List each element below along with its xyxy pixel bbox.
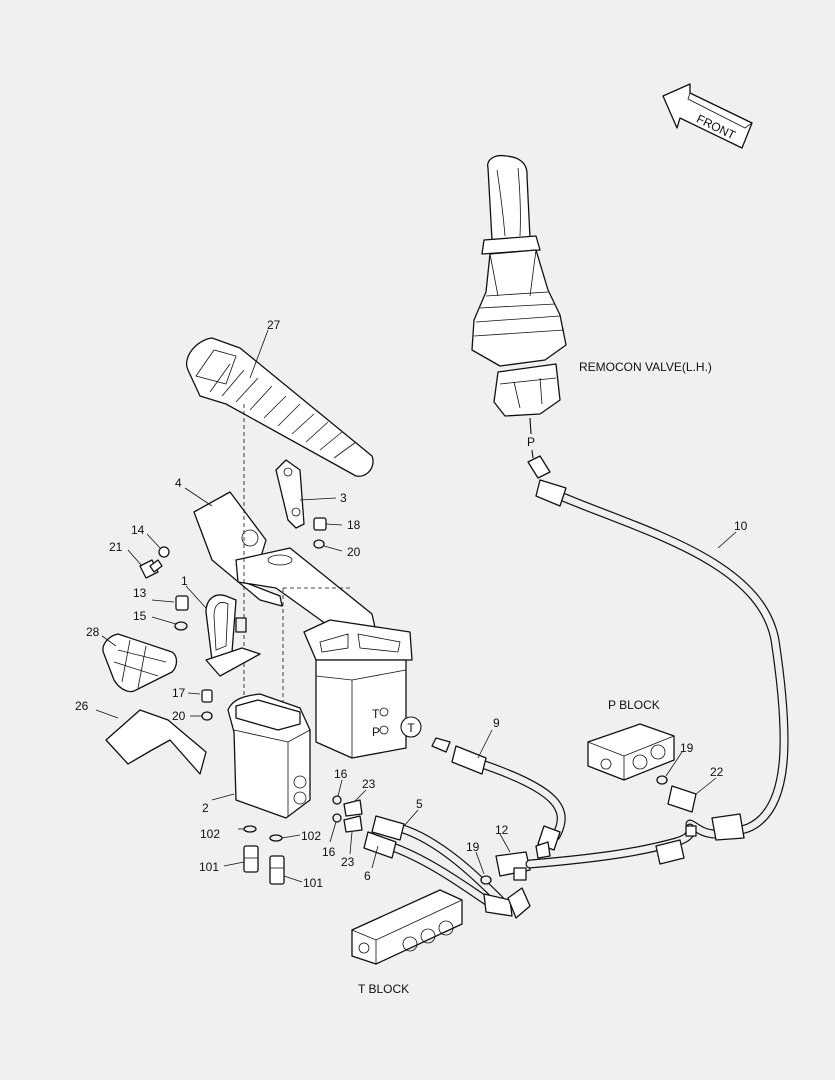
- remocon-valve: P: [471, 154, 567, 459]
- callout-20-upper: 20: [347, 545, 361, 559]
- bracket-1: [205, 594, 261, 677]
- callout-27: 27: [267, 318, 281, 332]
- callout-23-lower: 23: [341, 855, 355, 869]
- port-p-label: P: [527, 435, 535, 449]
- oring-19-tblock: [480, 875, 492, 885]
- hose-10: [527, 455, 789, 841]
- callout-16-upper: 16: [334, 767, 348, 781]
- valve-port-t-label: T: [372, 707, 380, 721]
- callout-102-right: 102: [301, 829, 321, 843]
- callout-22: 22: [710, 765, 724, 779]
- port-t-label: T: [407, 721, 415, 735]
- callout-19-tblock: 19: [466, 840, 480, 854]
- oring-16-upper: [332, 795, 342, 805]
- pedal-27: [186, 337, 374, 477]
- plug-101-right: [269, 855, 285, 885]
- bolt-13: [175, 595, 189, 611]
- washer-102-right: [269, 834, 283, 842]
- callout-102-left: 102: [200, 827, 220, 841]
- washer-102-left: [243, 825, 257, 833]
- callout-101-left: 101: [199, 860, 219, 874]
- callout-21: 21: [109, 540, 123, 554]
- port-t-marker: [400, 716, 422, 738]
- fitting-22: [667, 785, 697, 837]
- callout-20-lower: 20: [172, 709, 186, 723]
- hose-5: [371, 815, 505, 905]
- washer-14: [158, 546, 170, 558]
- callout-28: 28: [86, 625, 100, 639]
- callout-2: 2: [202, 801, 209, 815]
- callout-13: 13: [133, 586, 147, 600]
- callout-23-upper: 23: [362, 777, 376, 791]
- callout-101-right: 101: [303, 876, 323, 890]
- bolt-21: [139, 559, 163, 579]
- callout-18: 18: [347, 518, 361, 532]
- callout-10: 10: [734, 519, 748, 533]
- valve-body-2: [227, 693, 311, 819]
- adapter-23-lower: [343, 815, 363, 833]
- oring-19-pblock: [656, 775, 668, 785]
- bolt-17: [201, 689, 213, 703]
- p-block: [587, 723, 675, 781]
- hose-6: [363, 831, 531, 919]
- callout-14: 14: [131, 523, 145, 537]
- washer-20-upper: [313, 539, 325, 549]
- front-direction-arrow: FRONT: [662, 83, 753, 149]
- callout-1: 1: [181, 574, 188, 588]
- callout-4: 4: [175, 476, 182, 490]
- callout-19-pblock: 19: [680, 741, 694, 755]
- washer-20-lower: [201, 711, 213, 721]
- callout-3: 3: [340, 491, 347, 505]
- hose-9: [431, 737, 566, 859]
- remocon-valve-label: REMOCON VALVE(L.H.): [579, 360, 712, 374]
- callout-numbers: 27 4 3 14 21 18 20 1 13 15 28 17 20 26 2…: [75, 318, 748, 890]
- t-block-label: T BLOCK: [358, 982, 409, 996]
- callout-16-lower: 16: [322, 845, 336, 859]
- callout-12: 12: [495, 823, 509, 837]
- callout-17: 17: [172, 686, 186, 700]
- callout-26: 26: [75, 699, 89, 713]
- callout-5: 5: [416, 797, 423, 811]
- bracket-26: [105, 709, 207, 775]
- adapter-23-upper: [343, 799, 363, 817]
- pedal-28: [102, 633, 178, 693]
- plate-3: [275, 459, 305, 529]
- callout-9: 9: [493, 716, 500, 730]
- control-valve: T P: [303, 619, 413, 759]
- oring-16-lower: [332, 813, 342, 823]
- tee-12: [495, 823, 696, 881]
- p-block-label: P BLOCK: [608, 698, 660, 712]
- leader-lines: [95, 329, 737, 883]
- callout-15: 15: [133, 609, 147, 623]
- valve-port-p-label: P: [372, 725, 380, 739]
- callout-6: 6: [364, 869, 371, 883]
- plug-101-left: [243, 845, 259, 873]
- washer-15: [174, 621, 188, 631]
- bolt-18: [313, 517, 327, 531]
- t-block: [351, 889, 463, 965]
